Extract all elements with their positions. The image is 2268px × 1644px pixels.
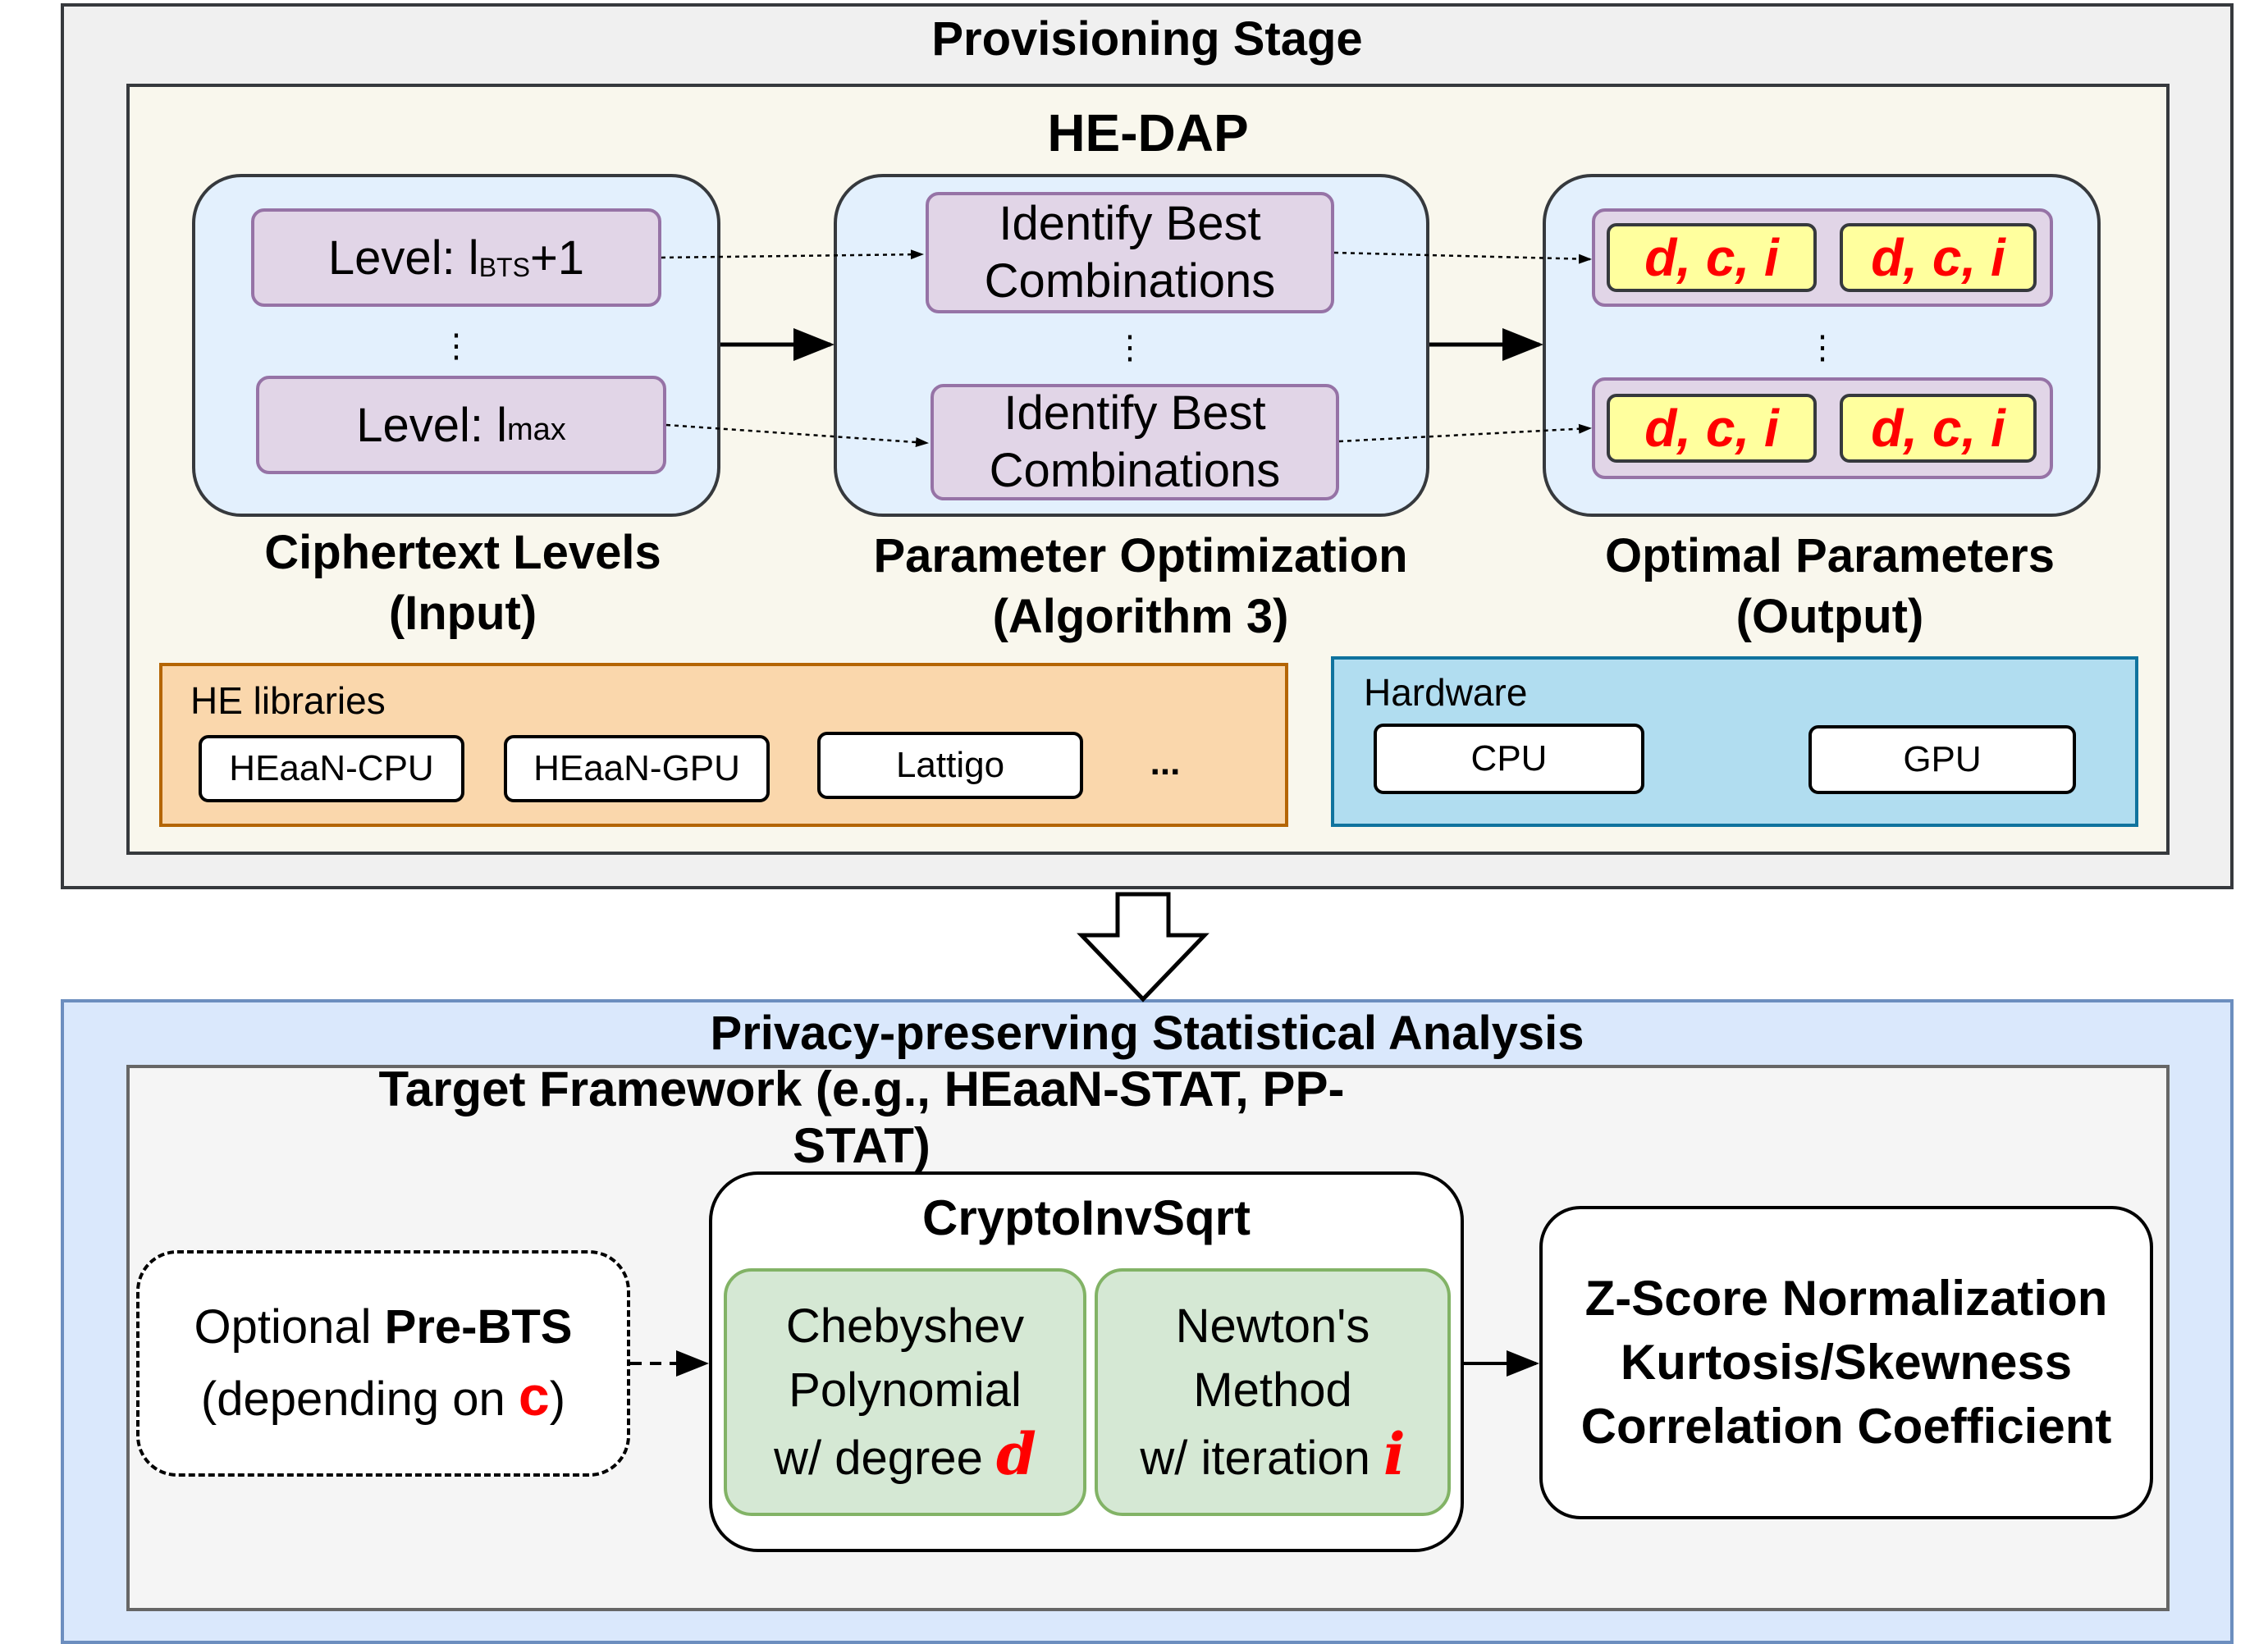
level-bts-suffix: +1 (529, 231, 585, 285)
provisioning-stage-title: Provisioning Stage (931, 11, 1363, 66)
chebyshev-line1: Chebyshev (785, 1299, 1025, 1353)
parameter-optimization-caption: Parameter Optimization (Algorithm 3) (821, 525, 1461, 648)
level-max-prefix: Level: l (356, 398, 507, 452)
pre-bts-box: Optional Pre-BTS (depending on c) (136, 1250, 630, 1477)
output-cell-3: d, c, i (1607, 394, 1817, 463)
ciphertext-levels-caption-line1: Ciphertext Levels (264, 526, 661, 579)
identify-best-bottom-line1: Identify Best (1004, 386, 1266, 440)
newton-line2: Method (1193, 1363, 1352, 1417)
pre-bts-depending: (depending on (200, 1372, 519, 1426)
output-ellipsis: ⋮ (1806, 330, 1839, 366)
level-bts-sub: BTS (478, 252, 530, 282)
output-cell-4: d, c, i (1840, 394, 2037, 463)
lib-heaan-gpu: HEaaN-GPU (504, 735, 770, 802)
ciphertext-levels-caption-line2: (Input) (388, 587, 537, 640)
libraries-more: ... (1150, 742, 1181, 783)
lib-heaan-cpu: HEaaN-CPU (199, 735, 464, 802)
output-kurtosis-skewness: Kurtosis/Skewness (1620, 1335, 2073, 1390)
newton-line1: Newton's (1175, 1299, 1370, 1353)
identify-best-bottom-line2: Combinations (989, 444, 1281, 497)
lib-lattigo: Lattigo (817, 732, 1083, 799)
output-correlation: Correlation Coefficient (1580, 1399, 2112, 1454)
pre-bts-bold: Pre-BTS (384, 1300, 573, 1354)
optimization-ellipsis: ⋮ (1113, 330, 1146, 366)
pre-bts-optional: Optional (194, 1300, 385, 1354)
hardware-label: Hardware (1364, 671, 1528, 714)
identify-best-top-line1: Identify Best (999, 197, 1261, 250)
pre-bts-var-c: c (518, 1365, 550, 1427)
stage-transition-arrow (1077, 892, 1209, 1002)
ciphertext-levels-caption: Ciphertext Levels (Input) (176, 522, 750, 645)
input-ellipsis: ⋮ (440, 328, 473, 364)
level-max-sub: max (506, 412, 566, 447)
chebyshev-line2: Polynomial (789, 1363, 1022, 1417)
parameter-optimization-caption-line2: (Algorithm 3) (992, 590, 1289, 643)
dotted-identify-top-to-output (1333, 251, 1592, 264)
newton-iteration-label: w/ iteration (1140, 1431, 1383, 1485)
crypto-inv-sqrt-title: CryptoInvSqrt (921, 1190, 1251, 1245)
output-cell-1: d, c, i (1607, 223, 1817, 292)
optimal-parameters-caption: Optimal Parameters (Output) (1543, 525, 2117, 648)
chebyshev-line3: w/ degree d (774, 1419, 1036, 1491)
pre-bts-line2: (depending on c) (201, 1362, 565, 1434)
statistics-outputs-box: Z-Score Normalization Kurtosis/Skewness … (1539, 1206, 2153, 1519)
parameter-optimization-caption-line1: Parameter Optimization (873, 529, 1408, 582)
optimal-parameters-caption-line2: (Output) (1735, 590, 1924, 643)
output-cell-2: d, c, i (1840, 223, 2037, 292)
pre-bts-close: ) (549, 1372, 566, 1426)
output-z-score: Z-Score Normalization (1584, 1271, 2108, 1326)
identify-best-top-line2: Combinations (984, 254, 1276, 308)
dotted-level-max-to-identify (665, 423, 929, 448)
chebyshev-var-d: d (995, 1419, 1036, 1488)
dotted-level-bts-to-identify (661, 249, 924, 260)
analysis-title: Privacy-preserving Statistical Analysis (710, 1006, 1584, 1060)
optimal-parameters-caption-line1: Optimal Parameters (1604, 529, 2055, 582)
newton-box: Newton's Method w/ iteration i (1095, 1268, 1451, 1516)
identify-best-top-item: Identify Best Combinations (926, 192, 1334, 313)
dotted-identify-bottom-to-output (1338, 423, 1592, 443)
chebyshev-box: Chebyshev Polynomial w/ degree d (724, 1268, 1086, 1516)
he-libraries-label: HE libraries (190, 679, 386, 722)
chebyshev-degree-label: w/ degree (774, 1431, 996, 1485)
newton-line3: w/ iteration i (1140, 1419, 1406, 1491)
hardware-gpu: GPU (1808, 725, 2076, 794)
level-bts-prefix: Level: l (327, 231, 479, 285)
he-dap-title: HE-DAP (1047, 103, 1249, 162)
newton-var-i: i (1383, 1419, 1406, 1488)
hardware-cpu: CPU (1374, 724, 1644, 794)
identify-best-bottom-item: Identify Best Combinations (931, 384, 1339, 500)
pre-bts-line1: Optional Pre-BTS (194, 1293, 573, 1362)
